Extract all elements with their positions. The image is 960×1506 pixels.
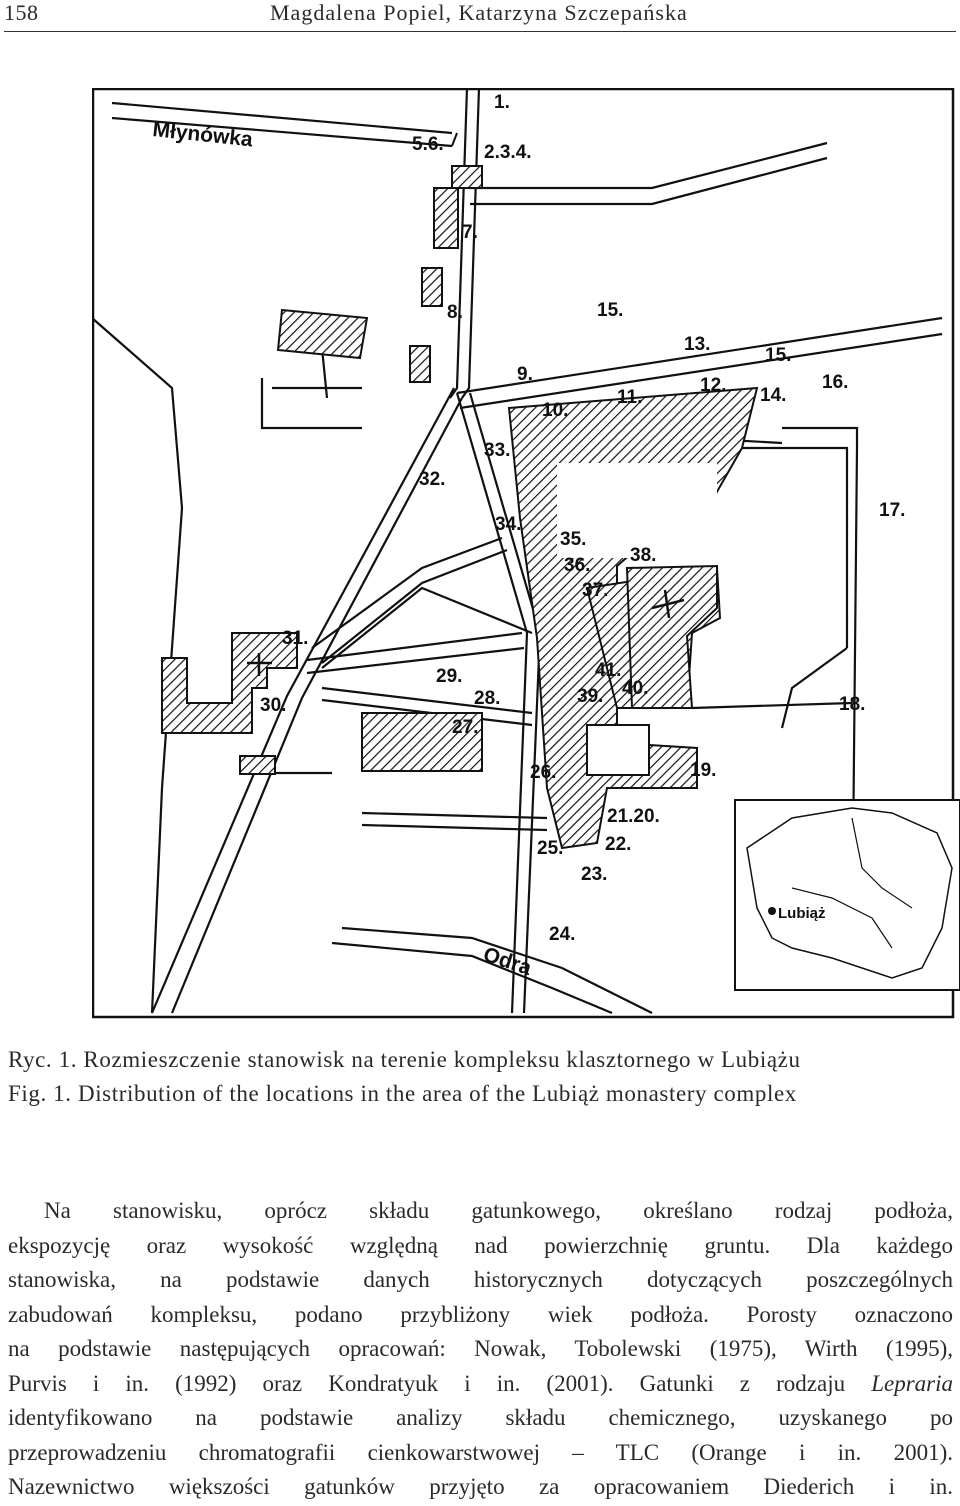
body-paragraph: Na stanowisku, oprócz składu gatunkowego… [8, 1194, 953, 1505]
label-15a: 15. [597, 300, 623, 321]
church-cross-icon [247, 589, 685, 676]
label-28: 28. [474, 688, 500, 709]
label-14: 14. [760, 385, 786, 406]
body-line-text: Purvis i in. (1992) oraz Kondratyuk i in… [8, 1370, 846, 1396]
label-31: 31. [282, 628, 308, 649]
river-label-mlynowka: Młynówka [151, 118, 254, 151]
label-30: 30. [260, 695, 286, 716]
label-40: 40. [622, 678, 648, 699]
figure-site-map: 1. 2.3.4. 5.6. 7. 8. 9. 10. 11. 12. 13. … [92, 88, 960, 1028]
header-rule [4, 31, 956, 32]
inset-label-lubiaz: Lubiąż [778, 905, 826, 922]
label-27: 27. [452, 717, 478, 738]
page-header: 158 Magdalena Popiel, Katarzyna Szczepań… [0, 0, 960, 32]
label-2-3-4: 2.3.4. [484, 142, 532, 163]
genus-name-italic: Lepraria [871, 1370, 953, 1396]
label-29: 29. [436, 666, 462, 687]
body-line: zabudowań kompleksu, podano przybliżony … [8, 1301, 953, 1327]
body-line: identyfikowano na podstawie analizy skła… [8, 1405, 953, 1430]
label-41: 41. [595, 660, 621, 681]
label-19: 19. [690, 760, 716, 781]
label-38: 38. [630, 545, 656, 566]
map-roads [92, 88, 943, 1015]
body-line: Nazewnictwo większości gatunków przyjęto… [8, 1474, 953, 1499]
inset-map [734, 799, 960, 991]
page-number: 158 [4, 0, 39, 25]
label-21-20: 21.20. [607, 806, 660, 827]
running-head-authors: Magdalena Popiel, Katarzyna Szczepańska [270, 0, 688, 25]
label-39: 39. [577, 686, 603, 707]
body-line: stanowiska, na podstawie danych historyc… [8, 1267, 953, 1292]
label-35: 35. [560, 529, 586, 550]
label-34: 34. [495, 514, 521, 535]
label-18: 18. [839, 694, 865, 715]
label-32: 32. [419, 469, 445, 490]
label-26: 26. [530, 762, 556, 783]
label-13: 13. [684, 334, 710, 355]
label-5-6: 5.6. [412, 134, 444, 155]
cloister-garth [557, 463, 717, 558]
label-9: 9. [517, 364, 533, 385]
figure-caption-english: Fig. 1. Distribution of the locations in… [8, 1081, 797, 1106]
label-37: 37. [582, 580, 608, 601]
site-map-svg: 1. 2.3.4. 5.6. 7. 8. 9. 10. 11. 12. 13. … [92, 88, 960, 1019]
body-line: ekspozycję oraz wysokość względną nad po… [8, 1232, 953, 1258]
label-10: 10. [542, 400, 568, 421]
label-8: 8. [447, 302, 463, 323]
label-16: 16. [822, 372, 848, 393]
label-17: 17. [879, 500, 905, 521]
courtyard [586, 724, 650, 776]
body-line: Purvis i in. (1992) oraz Kondratyuk i in… [8, 1367, 953, 1402]
label-15b: 15. [765, 345, 791, 366]
label-22: 22. [605, 834, 631, 855]
label-7: 7. [462, 222, 478, 243]
label-1: 1. [494, 92, 510, 113]
label-24: 24. [549, 924, 575, 945]
figure-caption-polish: Ryc. 1. Rozmieszczenie stanowisk na tere… [8, 1047, 801, 1072]
body-line: Na stanowisku, oprócz składu gatunkowego… [44, 1198, 953, 1223]
label-25: 25. [537, 838, 563, 859]
map-frame [92, 88, 955, 1019]
label-33: 33. [484, 440, 510, 461]
label-12: 12. [700, 375, 726, 396]
label-23: 23. [581, 864, 607, 885]
label-36: 36. [564, 555, 590, 576]
body-line: na podstawie następujących opracowań: No… [8, 1336, 953, 1361]
label-11: 11. [617, 387, 642, 408]
body-line: przeprowadzeniu chromatografii cienkowar… [8, 1439, 953, 1465]
